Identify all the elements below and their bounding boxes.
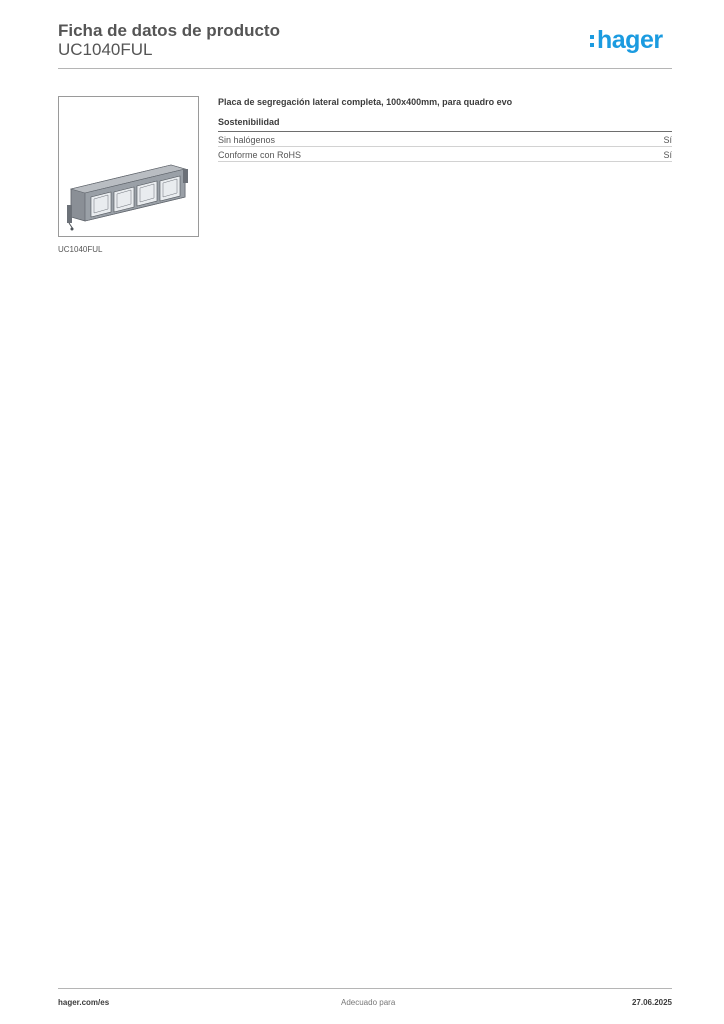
product-code: UC1040FUL bbox=[58, 40, 153, 59]
hager-logo: hager bbox=[590, 28, 663, 53]
spec-value: Sí bbox=[663, 135, 672, 145]
spec-label: Conforme con RoHS bbox=[218, 150, 302, 160]
product-description: Placa de segregación lateral completa, 1… bbox=[218, 97, 513, 107]
section-divider bbox=[218, 131, 672, 132]
product-image bbox=[58, 96, 199, 237]
spec-row: Sin halógenos Sí bbox=[218, 132, 672, 147]
footer-divider bbox=[58, 988, 672, 989]
header-divider bbox=[58, 68, 672, 69]
spec-value: Sí bbox=[663, 150, 672, 160]
footer-note: Adecuado para bbox=[341, 998, 396, 1007]
segregation-plate-illustration-icon bbox=[67, 164, 188, 231]
logo-colon-icon bbox=[590, 31, 594, 47]
image-caption: UC1040FUL bbox=[58, 245, 103, 254]
logo-text: hager bbox=[597, 26, 663, 54]
spec-row: Conforme con RoHS Sí bbox=[218, 147, 672, 162]
footer-date: 27.06.2025 bbox=[631, 998, 672, 1007]
footer-website-link[interactable]: hager.com/es bbox=[58, 998, 110, 1007]
section-title-sustainability: Sostenibilidad bbox=[218, 117, 280, 127]
spec-label: Sin halógenos bbox=[218, 135, 276, 145]
page-title: Ficha de datos de producto bbox=[58, 21, 280, 40]
